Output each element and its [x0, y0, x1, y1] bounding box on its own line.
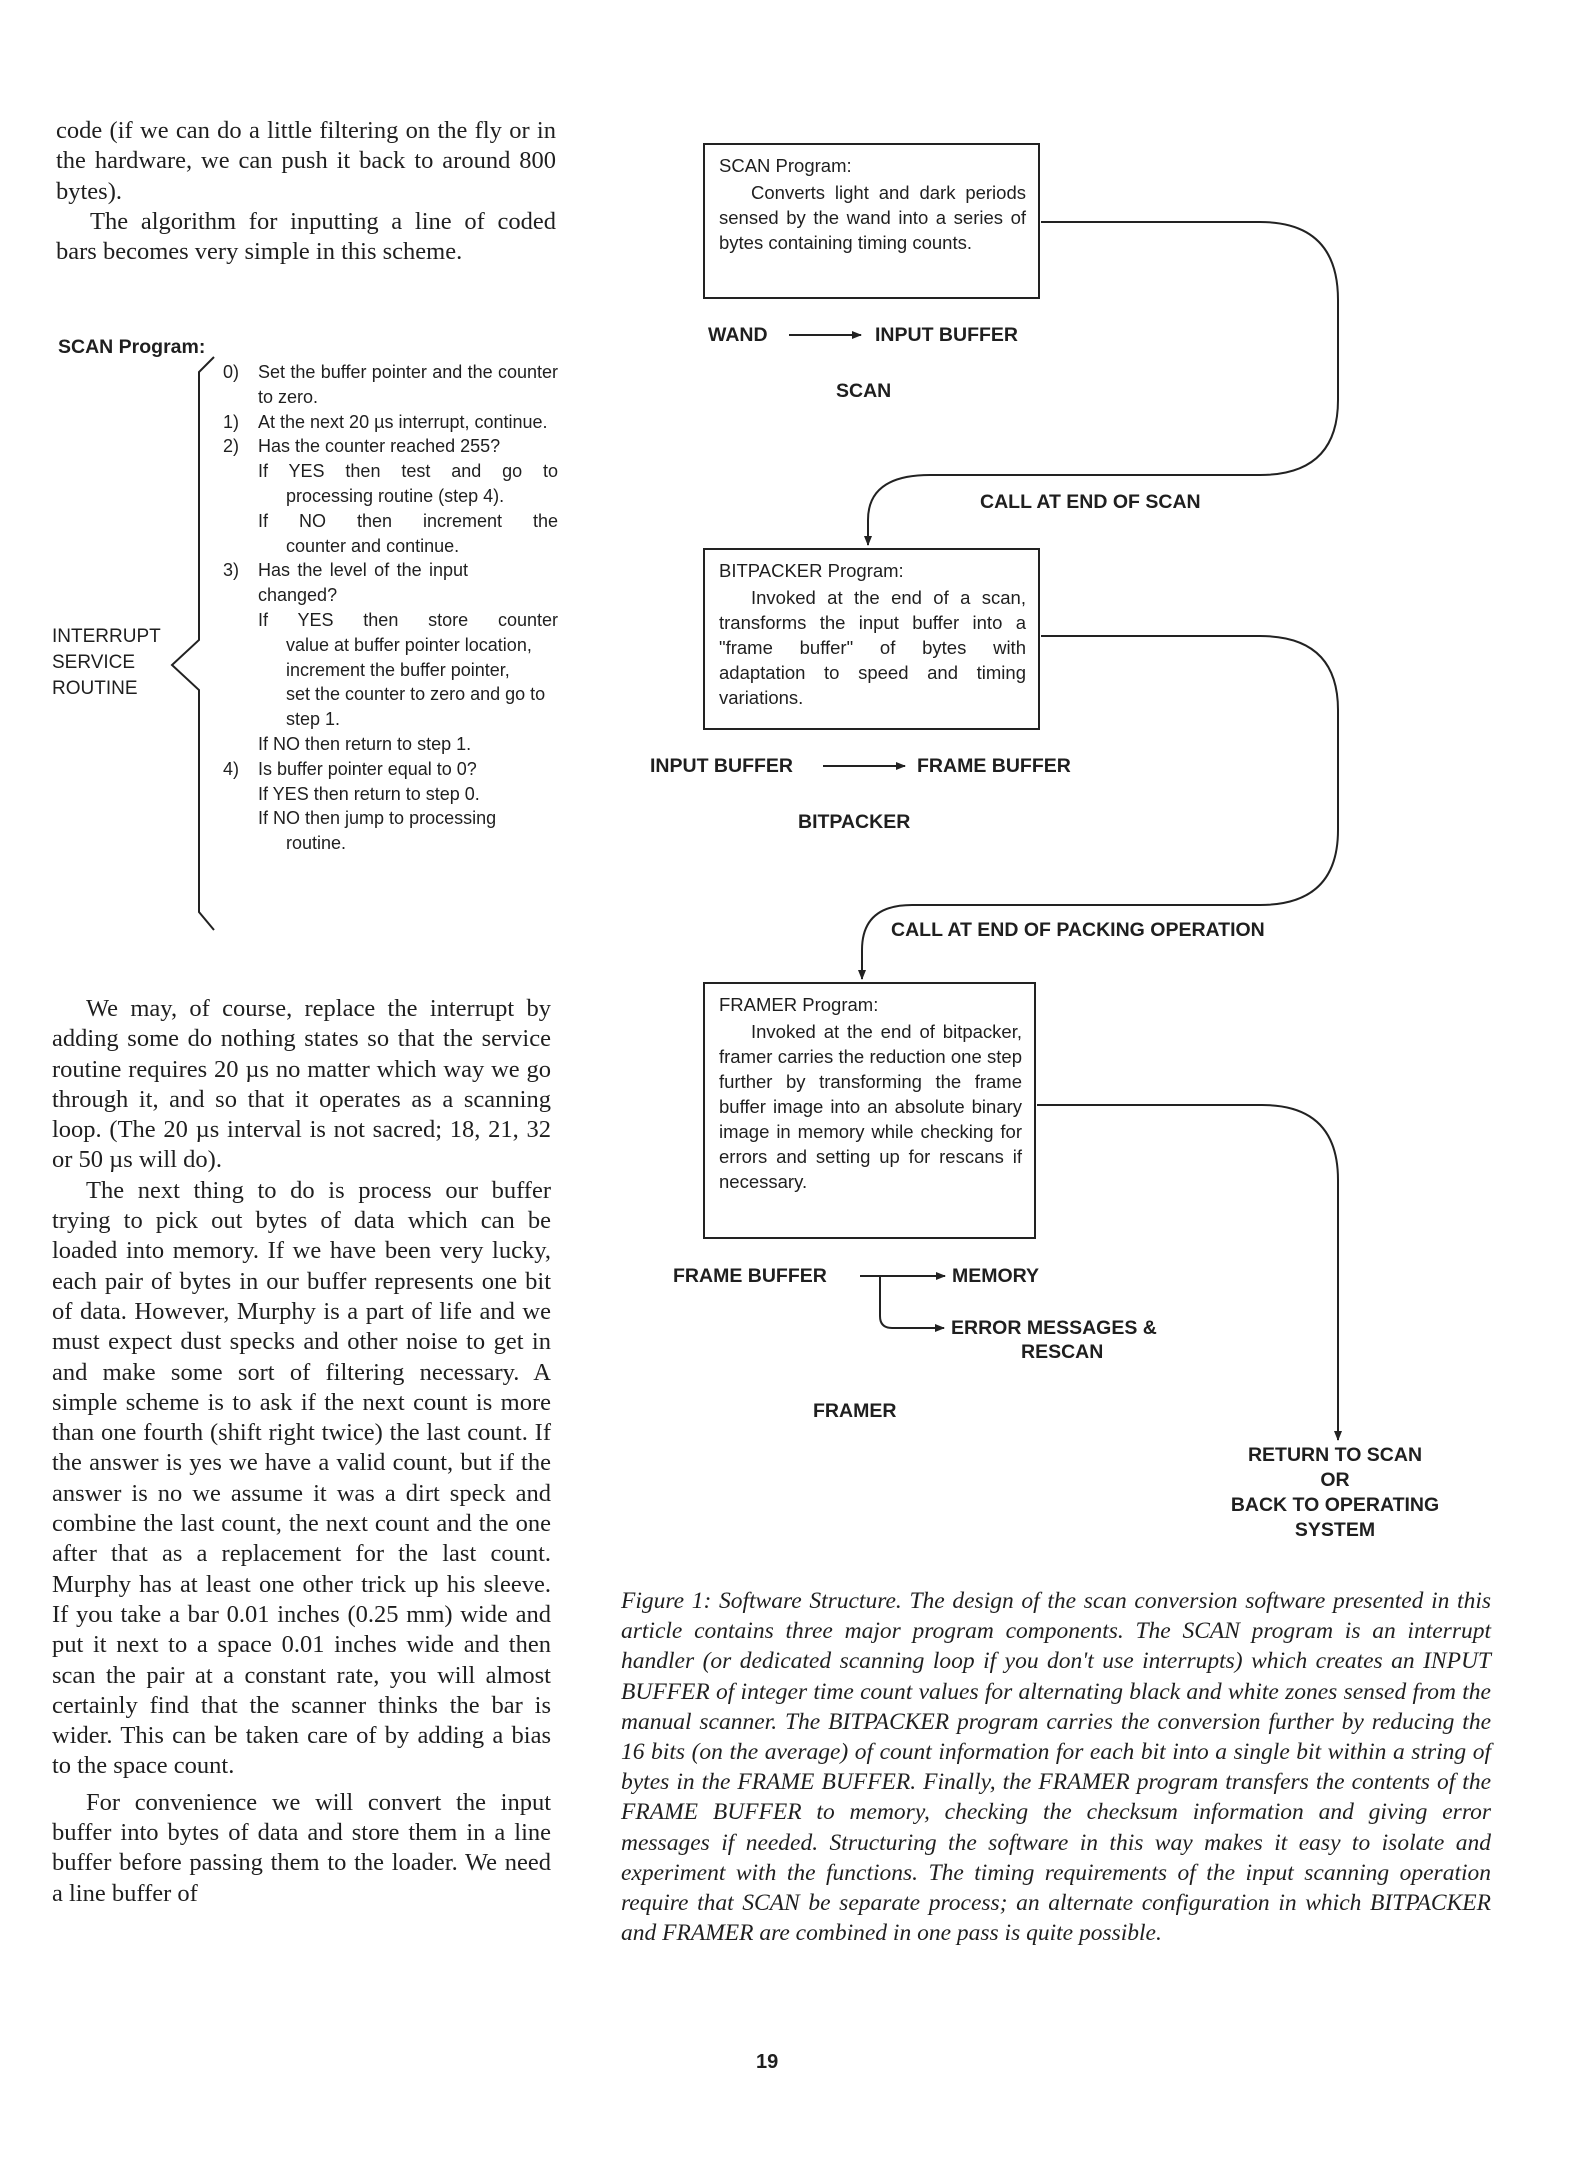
frame-to-error-arrow	[879, 1276, 945, 1332]
return-to-scan-label: RETURN TO SCAN OR BACK TO OPERATING SYST…	[1230, 1444, 1440, 1541]
paragraph: code (if we can do a little filtering on…	[56, 117, 556, 205]
paragraph: We may, of course, replace the interrupt…	[52, 995, 551, 1174]
step-3-yes-b: value at buffer pointer location,	[286, 634, 532, 655]
step-4: 4) Is buffer pointer equal to 0?	[223, 758, 477, 779]
step-4-no: If NO then jump to processing	[258, 808, 497, 829]
step-3-yes-c: increment the buffer pointer,	[286, 659, 510, 680]
scan-program-box: SCAN Program: Converts light and dark pe…	[703, 143, 1040, 299]
step-2-yes: If YES then test and go to	[258, 461, 558, 482]
step-1: 1) At the next 20 µs interrupt, continue…	[223, 411, 548, 432]
step-3-no: If NO then return to step 1.	[258, 733, 472, 754]
bitpacker-program-box: BITPACKER Program: Invoked at the end of…	[703, 548, 1040, 730]
bitpacker-loop-connector	[858, 635, 1339, 980]
memory-label: MEMORY	[952, 1265, 1040, 1287]
paragraph: The next thing to do is process our buff…	[52, 1176, 551, 1780]
figure-caption: Figure 1: Software Structure. The design…	[621, 1588, 1491, 1947]
scan-program-title: SCAN Program:	[58, 336, 206, 358]
step-4-no-cont: routine.	[286, 833, 347, 854]
call-end-of-scan-label: CALL AT END OF SCAN	[980, 491, 1201, 513]
paragraph: For convenience we will convert the inpu…	[52, 1788, 551, 1907]
frame-buffer-label: FRAME BUFFER	[673, 1265, 827, 1287]
step-3: 3) Has the level of the input changed?	[223, 560, 468, 606]
main-text: We may, of course, replace the interrupt…	[52, 994, 551, 1909]
step-2-yes-cont: processing routine (step 4).	[286, 485, 505, 506]
input-buffer-label: INPUT BUFFER	[875, 324, 1018, 346]
wand-label: WAND	[708, 324, 768, 346]
input-buffer-label: INPUT BUFFER	[650, 755, 793, 777]
scan-algorithm-steps: 0) Set the buffer pointer and the counte…	[203, 360, 558, 856]
step-3-yes: If YES then store counter	[258, 609, 558, 630]
page-number: 19	[756, 2051, 779, 2073]
interrupt-service-routine-label: INTERRUPT SERVICE ROUTINE	[52, 626, 161, 699]
step-3-yes-d: set the counter to zero and go to step 1…	[286, 684, 546, 730]
bitpacker-process-label: BITPACKER	[798, 811, 911, 833]
call-end-of-packing-label: CALL AT END OF PACKING OPERATION	[891, 919, 1265, 941]
interrupt-brace	[170, 356, 215, 931]
scan-loop-connector	[864, 221, 1339, 546]
step-4-yes: If YES then return to step 0.	[258, 783, 480, 804]
step-2-no-cont: counter and continue.	[286, 535, 460, 556]
error-messages-label: ERROR MESSAGES &	[951, 1317, 1157, 1339]
paragraph: The algorithm for inputting a line of co…	[56, 207, 556, 266]
step-2-no: If NO then increment the	[258, 510, 558, 531]
scan-process-label: SCAN	[836, 380, 892, 402]
framer-return-connector	[1037, 1104, 1342, 1441]
step-2: 2) Has the counter reached 255?	[223, 436, 501, 457]
step-0: 0) Set the buffer pointer and the counte…	[223, 362, 558, 407]
intro-text: code (if we can do a little filtering on…	[56, 116, 556, 267]
rescan-label: RESCAN	[1021, 1341, 1104, 1363]
framer-program-box: FRAMER Program: Invoked at the end of bi…	[703, 982, 1036, 1239]
frame-buffer-label: FRAME BUFFER	[917, 755, 1071, 777]
framer-process-label: FRAMER	[813, 1400, 897, 1422]
